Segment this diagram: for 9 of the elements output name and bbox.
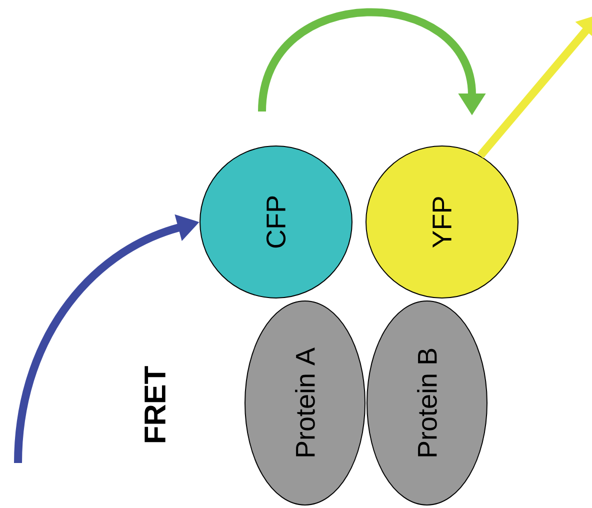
process-label: FRET (144, 366, 166, 442)
node-label: Protein A (295, 348, 315, 456)
fluorescent-protein-circle (200, 146, 352, 298)
protein-ellipse (244, 300, 366, 506)
node-label: Protein B (417, 348, 437, 456)
protein-ellipse (366, 300, 488, 506)
node-label: CFP (266, 196, 286, 248)
node-label: YFP (432, 197, 452, 248)
fluorescent-protein-circle (366, 146, 518, 298)
